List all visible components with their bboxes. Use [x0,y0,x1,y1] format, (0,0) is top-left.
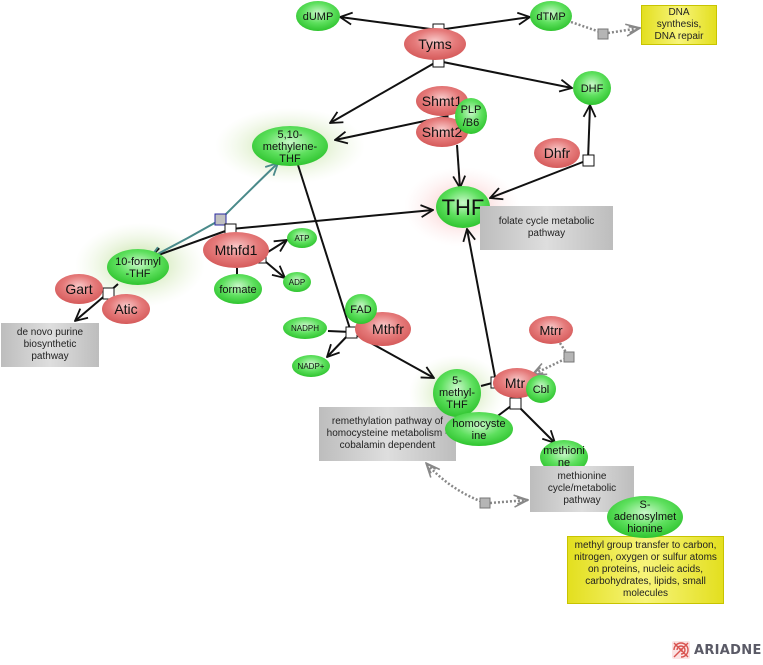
metabolite-adp[interactable]: ADP [283,272,311,292]
edge-mtr-thf [467,229,497,383]
metabolite-dtmp[interactable]: dTMP [530,1,572,31]
enzyme-mtrr[interactable]: Mtrr [529,316,573,344]
reaction-mtr-bottom [509,397,522,410]
svg-text:ATP: ATP [295,234,310,243]
metabolites: dUMP dTMP DHF PLP /B6 5,10- methylene- T… [107,1,611,474]
svg-text:hionine: hionine [627,523,662,535]
pathway-remethylation[interactable]: remethylation pathway of homocysteine me… [319,407,456,461]
svg-text:methioni: methioni [543,445,585,457]
edge-shmt-thf [457,144,460,188]
svg-text:Atic: Atic [114,301,137,317]
reaction-dhfr [582,154,595,167]
edge-dhfr-thf [490,159,589,198]
svg-text:NADP+: NADP+ [298,362,325,371]
metabolite-methyl-thf[interactable]: 5- methyl- THF [433,369,481,417]
svg-text:dTMP: dTMP [536,11,565,23]
ariadne-maze-icon [672,641,690,659]
edge-tyms-dtmp [437,17,530,31]
svg-text:Shmt2: Shmt2 [422,124,463,140]
enzyme-atic[interactable]: Atic [102,294,150,324]
metabolite-atp[interactable]: ATP [287,228,317,248]
svg-text:-THF: -THF [125,268,150,280]
edge-mtr-methionine [514,402,555,443]
svg-text:5-: 5- [452,375,462,387]
metabolite-nadp[interactable]: NADP+ [292,355,330,377]
metabolite-homocysteine[interactable]: homocyste ine [445,412,513,446]
svg-text:Dhfr: Dhfr [544,145,571,161]
metabolite-cbl[interactable]: Cbl [526,375,556,403]
svg-text:Shmt1: Shmt1 [422,93,463,109]
edge-cycle-methionine [489,500,528,503]
svg-text:Tyms: Tyms [418,36,451,52]
svg-text:THF: THF [279,153,301,165]
svg-text:formate: formate [219,284,256,296]
logo-text: ARIADNE [694,642,762,658]
metabolite-fad[interactable]: FAD [345,294,377,324]
ariadne-logo: ARIADNE [671,640,762,660]
svg-text:5,10-: 5,10- [277,129,302,141]
enzyme-tyms[interactable]: Tyms [404,28,466,60]
metabolite-methylene-thf[interactable]: 5,10- methylene- THF [252,126,328,166]
metabolite-dump[interactable]: dUMP [296,1,340,31]
svg-text:/B6: /B6 [463,117,480,129]
svg-text:Mthfd1: Mthfd1 [215,242,258,258]
edge-dhfr-dhf [588,105,590,161]
enzyme-shmt2[interactable]: Shmt2 [416,117,468,147]
svg-text:S-: S- [640,499,651,511]
edge-tyms-dhf [437,60,572,88]
edge-methylene-mthfr [297,164,352,333]
reaction-teal [214,213,227,226]
svg-text:Mtr: Mtr [505,375,526,391]
pathway-folate-cycle[interactable]: folate cycle metabolic pathway [480,206,613,250]
svg-text:ADP: ADP [289,278,305,287]
svg-text:dUMP: dUMP [303,11,334,23]
metabolite-formate[interactable]: formate [214,274,262,304]
svg-text:adenosylmet: adenosylmet [614,511,676,523]
svg-text:THF: THF [446,399,468,411]
svg-text:methylene-: methylene- [263,141,318,153]
edge-mthfd1-thf [230,210,433,230]
svg-text:FAD: FAD [350,304,371,316]
metabolite-thf[interactable]: THF [436,186,490,228]
reaction-cycle-dotted [479,497,491,509]
edge-tyms-methylene [330,60,439,123]
pathway-purine-biosynthesis[interactable]: de novo purine biosynthetic pathway [1,323,99,367]
metabolite-formyl-thf[interactable]: 10-formyl -THF [107,249,169,285]
svg-text:DHF: DHF [581,83,604,95]
enzyme-dhfr[interactable]: Dhfr [534,138,580,168]
metabolite-sam[interactable]: S- adenosylmet hionine [607,496,683,538]
edge-mthfd1-formyl [150,228,232,258]
svg-text:homocyste: homocyste [452,418,505,430]
svg-text:Mtrr: Mtrr [539,323,563,338]
svg-text:ine: ine [472,430,487,442]
svg-text:10-formyl: 10-formyl [115,256,161,268]
edge-dnabox-arrow [607,28,640,33]
edge-tyms-dump [340,17,439,31]
metabolite-dhf[interactable]: DHF [573,71,611,105]
reaction-dna-dotted [597,28,609,40]
pathway-dna-synthesis[interactable]: DNA synthesis, DNA repair [641,5,717,45]
edge-mtrr-mtr-arrow [532,355,570,375]
svg-text:Cbl: Cbl [533,384,550,396]
enzyme-shmt1[interactable]: Shmt1 [416,86,468,116]
metabolite-nadph[interactable]: NADPH [283,317,327,339]
enzyme-mthfd1[interactable]: Mthfd1 [203,232,269,268]
svg-text:Mthfr: Mthfr [372,321,404,337]
enzyme-gart[interactable]: Gart [55,274,103,304]
svg-text:THF: THF [442,195,485,220]
metabolite-plp-b6[interactable]: PLP /B6 [455,98,487,134]
edge-cycle-remethylation [426,463,486,505]
reaction-mtrr-dotted [563,351,575,363]
pathway-methyl-transfer[interactable]: methyl group transfer to carbon, nitroge… [567,536,724,604]
svg-text:methyl-: methyl- [439,387,475,399]
enzymes: Tyms Shmt1 Shmt2 Dhfr Mthfd1 Gart Atic [55,28,580,398]
svg-text:PLP: PLP [461,104,482,116]
svg-text:Gart: Gart [65,281,92,297]
svg-text:NADPH: NADPH [291,324,319,333]
